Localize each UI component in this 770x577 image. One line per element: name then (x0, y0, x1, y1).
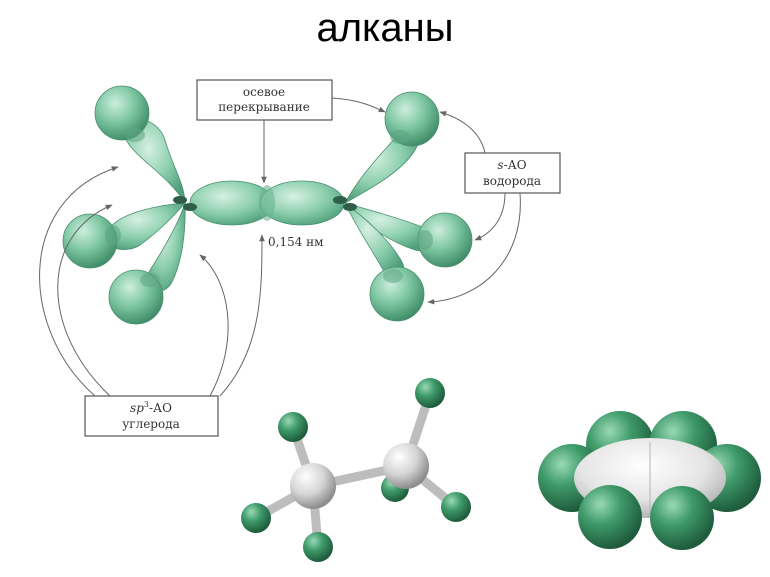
c-atom (383, 443, 429, 489)
h-atom (441, 492, 471, 522)
h-atom (303, 532, 333, 562)
h-s-orbital (369, 266, 425, 322)
left-carbon-nucleus (173, 196, 197, 211)
h-atom (278, 412, 308, 442)
s-ao-arrow-bottom (427, 192, 521, 305)
h-atom (578, 485, 642, 549)
c-atom (290, 463, 336, 509)
s-ao-label: s-АО водорода (464, 152, 561, 194)
left-carbon-sp3-orbitals (105, 119, 186, 292)
right-carbon-sp3-orbitals (343, 131, 434, 279)
s-ao-label-line1: s-АО (497, 158, 526, 172)
sp3-ao-label: sp3-АО углерода (84, 395, 219, 437)
h-atom (241, 503, 271, 533)
ball-and-stick-model (241, 378, 471, 562)
overlap-label-line2: перекрывание (218, 100, 310, 114)
overlap-to-h-arrow (331, 97, 386, 113)
overlap-label-line1: осевое (243, 85, 285, 99)
sp3-arrow-1 (39, 166, 119, 397)
space-filling-model (538, 411, 761, 550)
s-ao-arrow-top (439, 111, 486, 154)
ch-overlap-regions (105, 128, 433, 287)
h-atom (415, 378, 445, 408)
sp3-arrow-4 (219, 234, 265, 397)
h-s-orbital (94, 85, 150, 141)
axial-overlap-region (259, 185, 275, 221)
orbital-model (62, 85, 473, 325)
page-title: алканы (316, 6, 454, 50)
right-carbon-nucleus (333, 196, 357, 211)
sp3-arrow-2 (57, 204, 113, 397)
h-atom (650, 486, 714, 550)
sp3-ao-label-line2: углерода (122, 417, 180, 431)
overlap-label: осевое перекрывание (196, 79, 333, 121)
annotation-arrows (39, 97, 521, 397)
sp3-arrow-3 (199, 254, 229, 397)
s-ao-arrow-mid (474, 192, 506, 241)
s-ao-label-line2: водорода (483, 174, 541, 188)
sp3-ao-label-line1: sp3-АО (130, 400, 172, 415)
bond-length-label: 0,154 нм (268, 235, 324, 249)
